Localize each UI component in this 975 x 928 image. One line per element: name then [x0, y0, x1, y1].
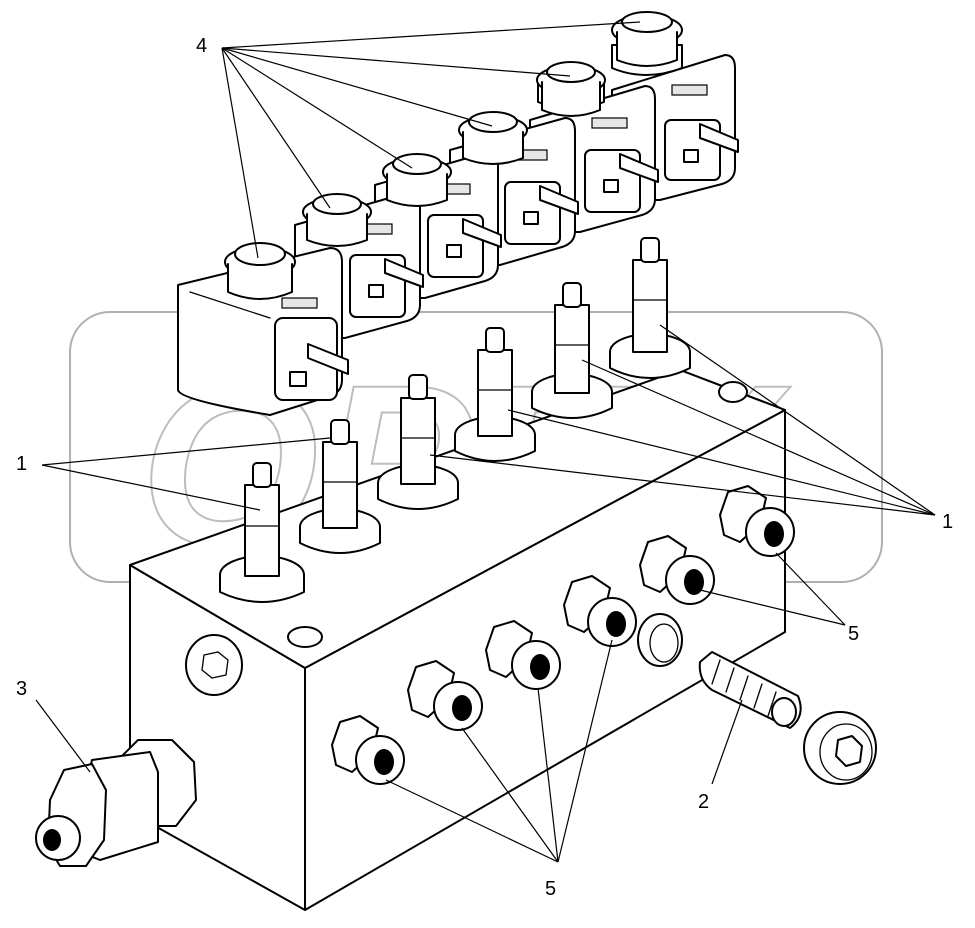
valve-cartridge-4: [454, 327, 536, 462]
solenoid-coil-1: [177, 247, 349, 416]
port-fitting-6: [719, 485, 795, 557]
valve-cartridge-3: [377, 374, 459, 510]
front-open-bore: [637, 613, 683, 667]
top-port-hole-right: [718, 381, 748, 403]
callout-labels: 4 1 1 5 5 3 2: [16, 35, 953, 900]
valve-cartridge-6: [609, 237, 691, 379]
leader-lines: [35, 21, 936, 863]
coil-nut-6: [611, 11, 683, 76]
port-fitting-5: [639, 535, 715, 605]
valve-cartridge-2: [299, 419, 381, 554]
valve-cartridge-1: [219, 462, 305, 603]
callout-label-5-right: 5: [848, 623, 859, 645]
callout-label-4: 4: [196, 35, 207, 57]
callout-label-5-bottom: 5: [545, 878, 556, 900]
valve-cartridge-5: [531, 282, 613, 419]
port-fitting-3: [485, 620, 561, 690]
coil-nut-4: [458, 111, 528, 165]
coil-nuts: [224, 11, 683, 300]
callout-label-2: 2: [698, 791, 709, 813]
cap-plug: [803, 711, 877, 785]
coil-nut-3: [382, 153, 452, 207]
threaded-insert: [698, 651, 802, 729]
valve-cartridges: [219, 237, 691, 603]
coil-nut-1: [224, 242, 296, 300]
port-fittings: [331, 485, 795, 785]
hex-socket-icon: [835, 735, 863, 767]
port-fitting-2: [407, 660, 483, 731]
hex-socket-icon: [201, 651, 229, 679]
port-fitting-1: [331, 715, 405, 785]
port-fitting-4: [563, 575, 637, 647]
callout-label-1-right: 1: [942, 511, 953, 533]
coil-nut-5: [536, 61, 606, 117]
callout-label-1-left: 1: [16, 453, 27, 475]
left-face-plug: [185, 634, 243, 696]
solenoid-coils: [177, 54, 739, 416]
top-port-hole: [287, 626, 323, 648]
callout-label-3: 3: [16, 678, 27, 700]
coil-nut-2: [302, 193, 372, 247]
inlet-fitting: [35, 739, 197, 867]
